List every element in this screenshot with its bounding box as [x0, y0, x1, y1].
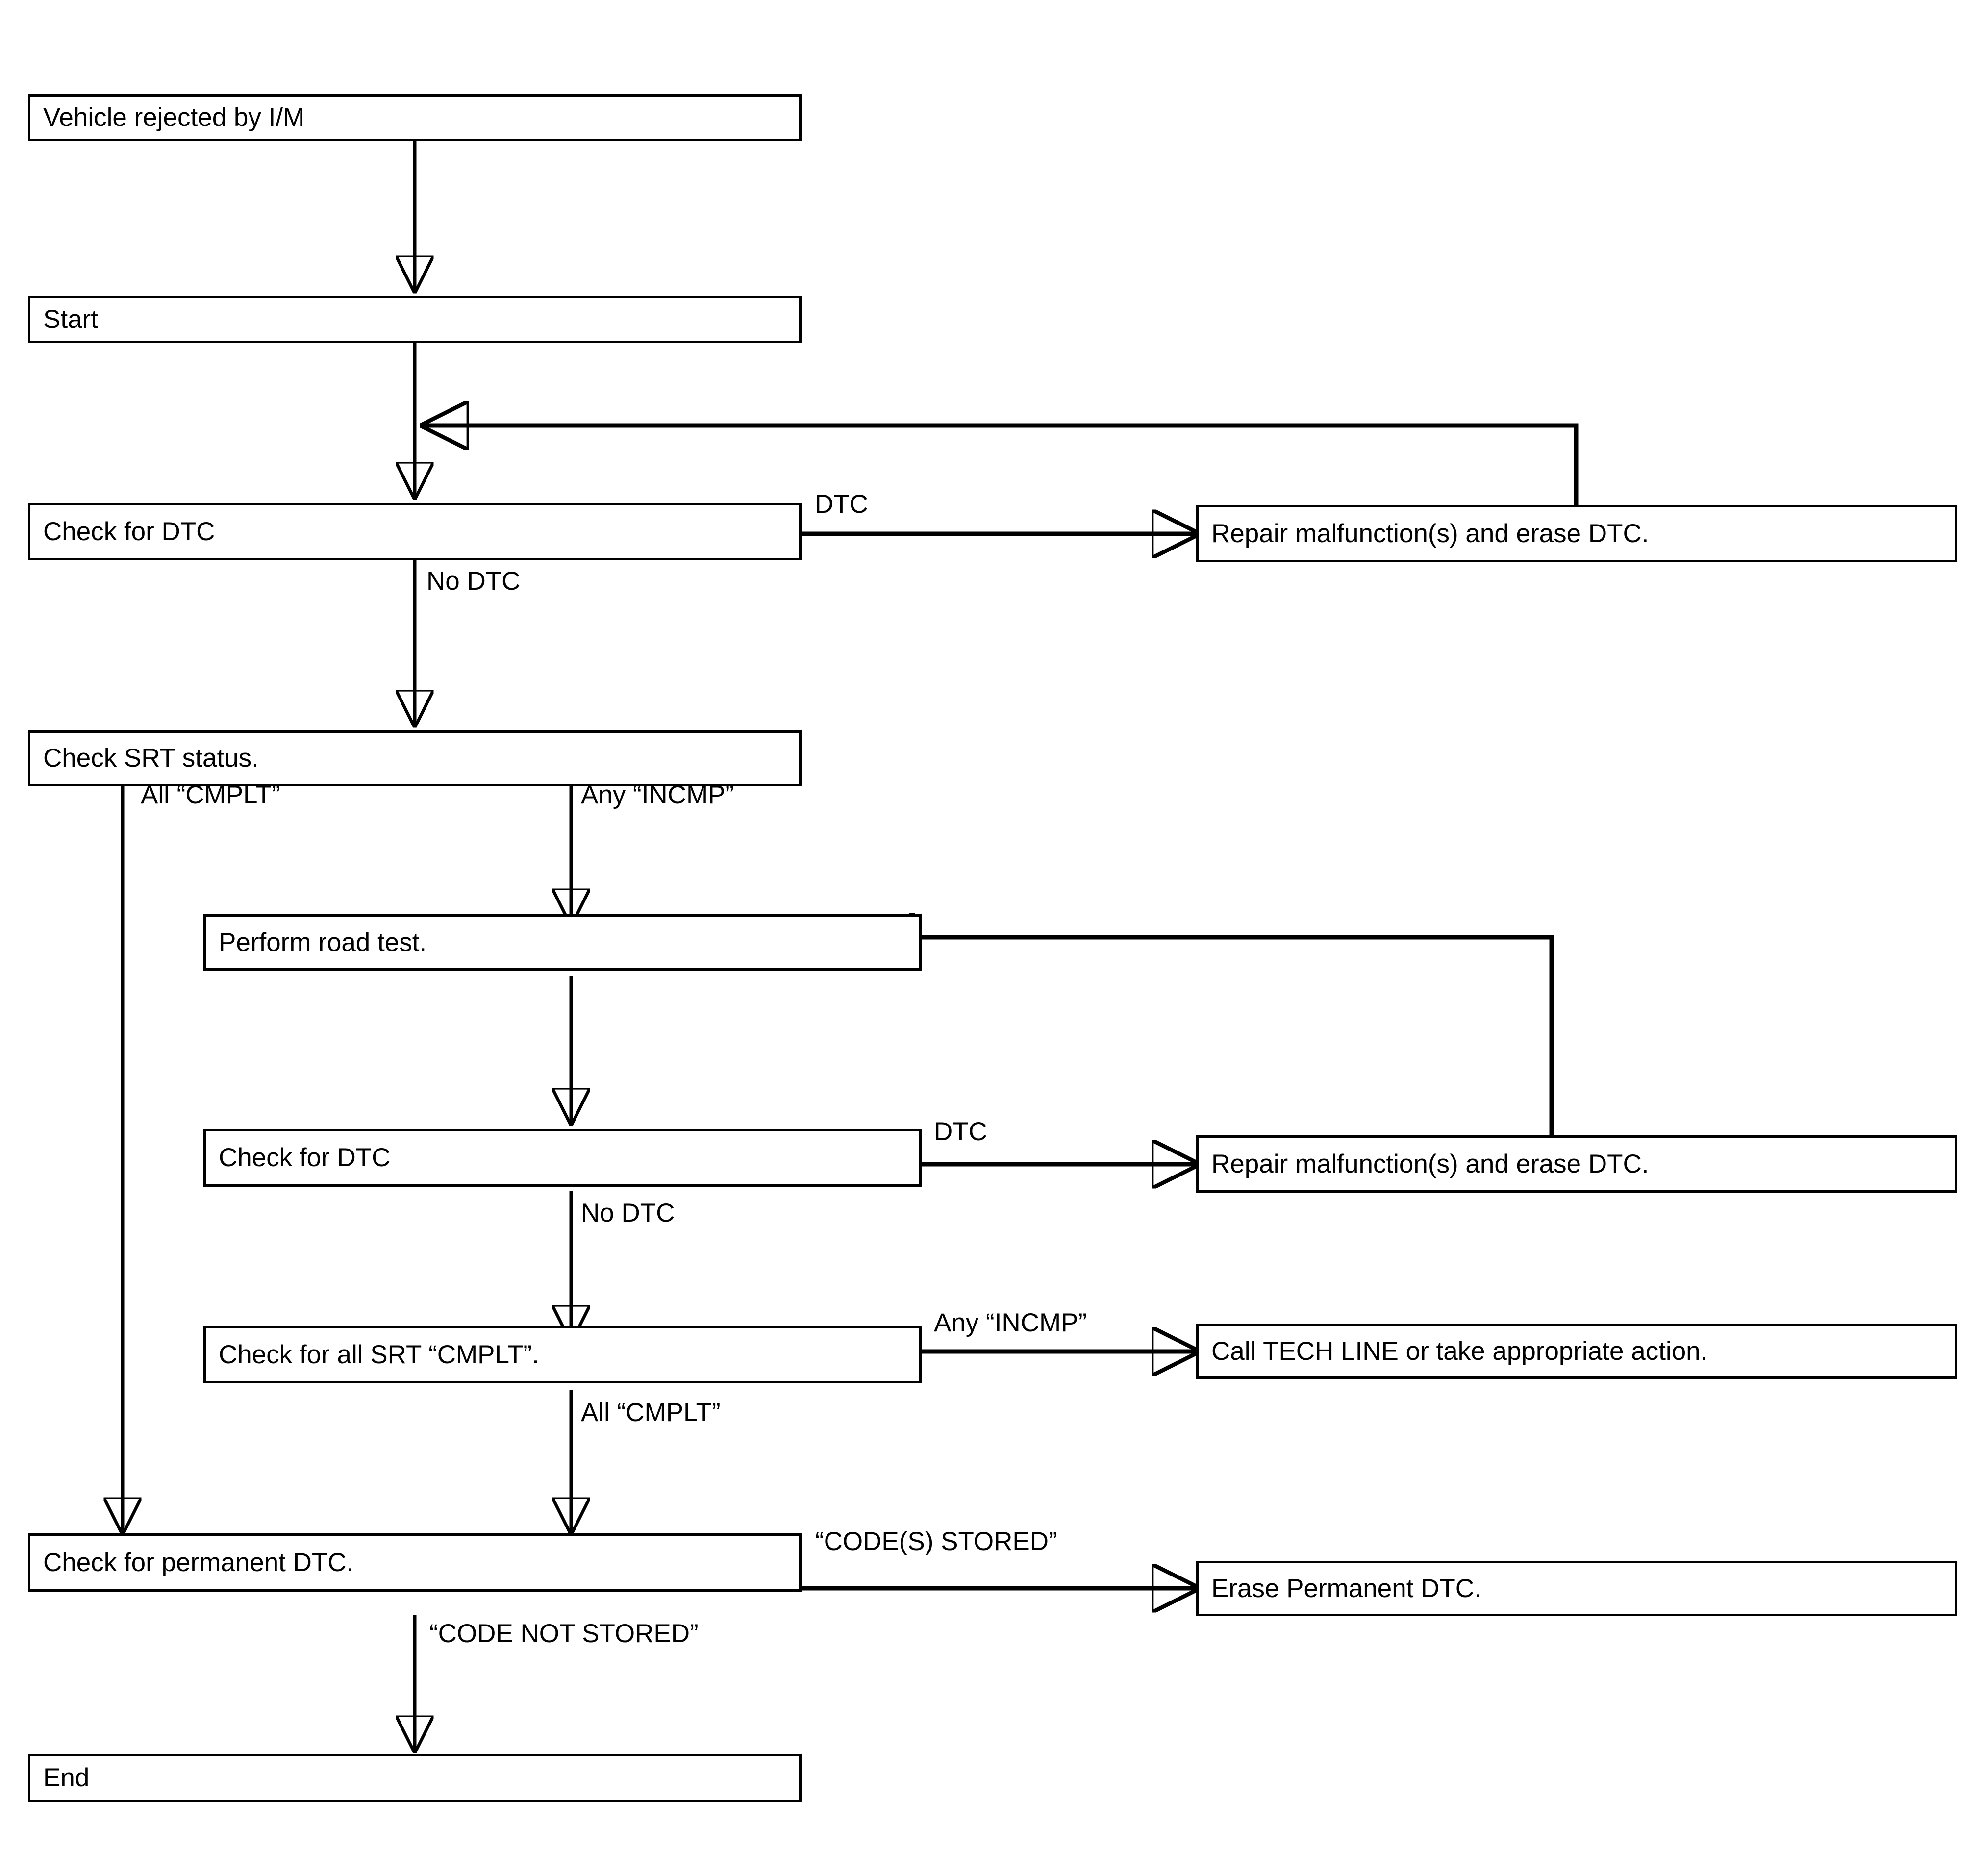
node-label: Start — [43, 304, 98, 334]
node-label: Call TECH LINE or take appropriate actio… — [1211, 1336, 1708, 1366]
node-label: Check for all SRT “CMPLT”. — [219, 1340, 539, 1369]
node-check-for-dtc-1[interactable]: Check for DTC — [28, 503, 802, 560]
node-label: Repair malfunction(s) and erase DTC. — [1211, 1149, 1649, 1178]
edge-label-code-not-stored: “CODE NOT STORED” — [429, 1619, 699, 1648]
node-call-tech-line[interactable]: Call TECH LINE or take appropriate actio… — [1196, 1324, 1957, 1379]
node-check-srt-status[interactable]: Check SRT status. — [28, 730, 802, 786]
node-check-for-all-srt-cmplt[interactable]: Check for all SRT “CMPLT”. — [203, 1326, 922, 1383]
edge-repair2-feedback — [870, 937, 1554, 1135]
node-label: Erase Permanent DTC. — [1211, 1574, 1481, 1603]
edge-label-all-cmplt-2: All “CMPLT” — [581, 1398, 721, 1427]
edge-label-dtc-1: DTC — [815, 490, 868, 519]
node-check-for-permanent-dtc[interactable]: Check for permanent DTC. — [28, 1533, 802, 1592]
node-label: Check for permanent DTC. — [43, 1548, 354, 1577]
edge-label-any-incmp-2: Any “INCMP” — [934, 1308, 1087, 1337]
node-label: Repair malfunction(s) and erase DTC. — [1211, 519, 1649, 548]
node-start[interactable]: Start — [28, 296, 802, 343]
edge-repair1-feedback — [424, 425, 1579, 505]
node-check-for-dtc-2[interactable]: Check for DTC — [203, 1129, 922, 1187]
node-end[interactable]: End — [28, 1754, 802, 1802]
node-repair-malfunctions-1[interactable]: Repair malfunction(s) and erase DTC. — [1196, 505, 1957, 562]
node-perform-road-test[interactable]: Perform road test. — [203, 914, 922, 971]
node-vehicle-rejected[interactable]: Vehicle rejected by I/M — [28, 94, 802, 141]
node-label: End — [43, 1763, 90, 1793]
node-label: Vehicle rejected by I/M — [43, 103, 305, 132]
node-erase-permanent-dtc[interactable]: Erase Permanent DTC. — [1196, 1561, 1957, 1616]
edge-label-no-dtc-1: No DTC — [426, 567, 521, 596]
node-label: Perform road test. — [219, 927, 427, 957]
edge-label-all-cmplt-1: All “CMPLT” — [141, 780, 280, 809]
edge-label-any-incmp-1: Any “INCMP” — [581, 780, 734, 809]
node-label: Check SRT status. — [43, 744, 259, 773]
node-label: Check for DTC — [43, 517, 215, 546]
node-repair-malfunctions-2[interactable]: Repair malfunction(s) and erase DTC. — [1196, 1135, 1957, 1193]
edge-label-dtc-2: DTC — [934, 1117, 987, 1146]
edge-label-no-dtc-2: No DTC — [581, 1199, 675, 1227]
edge-label-codes-stored: “CODE(S) STORED” — [815, 1527, 1057, 1556]
node-label: Check for DTC — [219, 1143, 391, 1173]
